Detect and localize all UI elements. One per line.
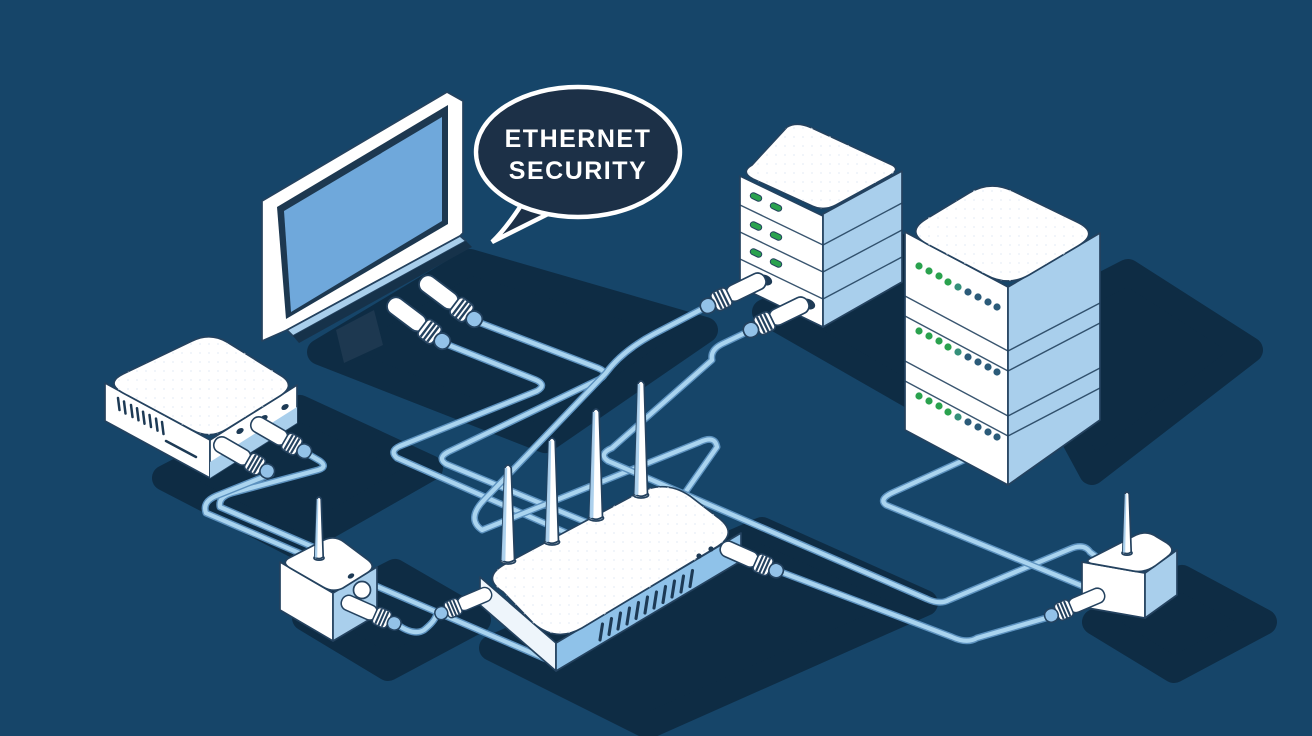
adapter-left-indicator [347, 573, 355, 579]
ethernet-cables [201, 304, 1132, 669]
mini-pc-vents [116, 396, 198, 459]
adapter-right-antenna [1121, 491, 1133, 557]
server-tower-grooves [739, 202, 903, 300]
router-antenna-2 [543, 437, 561, 546]
mini-pc [104, 335, 317, 485]
monitor-underside [293, 241, 472, 343]
adapter-left-antenna [313, 496, 325, 562]
router-antenna-3 [587, 408, 605, 522]
router-antenna-1 [499, 464, 517, 565]
server-tower [695, 123, 903, 344]
cable-monitor-2 [391, 341, 599, 549]
server-rack-grooves [904, 295, 1101, 437]
mini-pc-top-texture [114, 336, 289, 435]
server-rack-top-texture [915, 185, 1089, 281]
router [431, 380, 788, 672]
server-rack-status-leds [915, 262, 1001, 441]
router-led-2 [708, 546, 714, 552]
adapter-right [1040, 491, 1178, 628]
speech-bubble-line1: ETHERNET [505, 125, 652, 153]
router-top-texture [492, 486, 729, 635]
router-led-1 [696, 553, 702, 559]
monitor-screen [284, 117, 442, 312]
speech-bubble-body [473, 84, 683, 220]
adapter-left [279, 496, 406, 642]
speech-bubble-line2: SECURITY [509, 157, 647, 185]
cable-minipc-2 [203, 471, 563, 668]
server-rack [904, 185, 1101, 486]
server-tower-leds [749, 192, 783, 268]
cable-router-adapter-right [778, 569, 1049, 643]
server-tower-top-texture [746, 124, 896, 209]
monitor-stand [336, 310, 383, 363]
cable-monitor-1 [439, 319, 625, 540]
monitor-shadow [307, 249, 718, 453]
adapter-left-button [352, 580, 372, 600]
speech-bubble: ETHERNET SECURITY [473, 84, 683, 244]
cable-server-tower-1 [472, 305, 720, 543]
cable-minipc-1 [217, 451, 326, 553]
router-vents [598, 568, 695, 642]
cable-server-rack [881, 452, 1095, 593]
monitor [261, 91, 489, 363]
router-antennas [499, 380, 650, 565]
cable-adapter-left-router [395, 613, 439, 635]
router-antenna-4 [632, 380, 650, 499]
